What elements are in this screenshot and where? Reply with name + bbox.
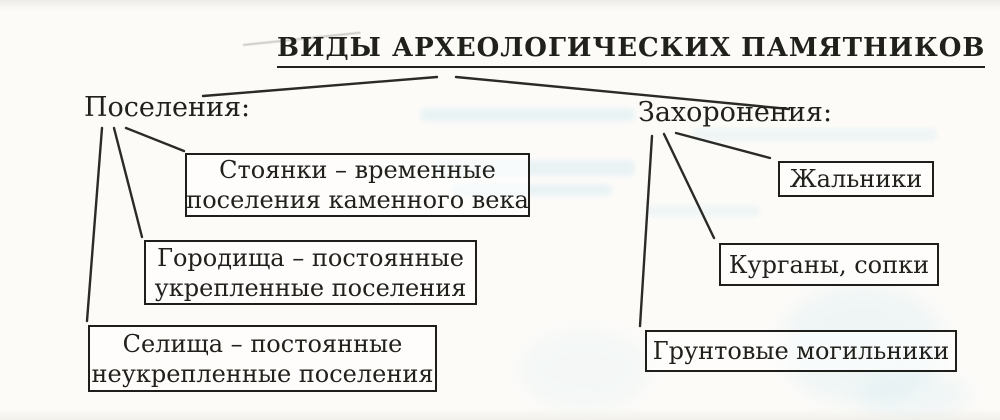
- node-selishcha: Селища – постоянные неукрепленные поселе…: [88, 325, 437, 392]
- connector-settlements-to-selishcha: [85, 126, 104, 323]
- connector-title-to-settlements: [201, 75, 439, 98]
- connector-burials-to-gruntovye: [638, 134, 654, 328]
- node-text-line: Жальники: [789, 165, 923, 193]
- node-text-line: Городища – постоянные: [157, 243, 464, 272]
- diagram-title: ВИДЫ АРХЕОЛОГИЧЕСКИХ ПАМЯТНИКОВ: [277, 33, 986, 68]
- node-zhalniki: Жальники: [778, 161, 934, 197]
- node-kurgany: Курганы, сопки: [719, 243, 939, 286]
- node-text-line: Стоянки – временные: [219, 156, 496, 184]
- connector-settlements-to-gorodishcha: [112, 126, 144, 239]
- connector-burials-to-kurgany: [662, 132, 716, 240]
- node-text-line: укрепленные поселения: [154, 273, 467, 302]
- node-text-line: неукрепленные поселения: [91, 359, 434, 388]
- node-gorodishcha: Городища – постоянные укрепленные поселе…: [144, 240, 477, 305]
- branch-label-burials: Захоронения:: [638, 97, 833, 128]
- node-text-line: Курганы, сопки: [728, 250, 930, 279]
- node-text-line: Селища – постоянные: [122, 329, 403, 358]
- connector-burials-to-zhalniki: [674, 131, 772, 160]
- branch-label-settlements: Поселения:: [84, 92, 251, 123]
- connector-settlements-to-stoyanki: [124, 126, 186, 153]
- node-text-line: поселения каменного века: [186, 186, 529, 214]
- node-stoyanki: Стоянки – временные поселения каменного …: [185, 153, 530, 217]
- node-text-line: Грунтовые могильники: [652, 337, 950, 365]
- connector-title-to-burials: [454, 75, 791, 111]
- node-gruntovye: Грунтовые могильники: [645, 330, 957, 372]
